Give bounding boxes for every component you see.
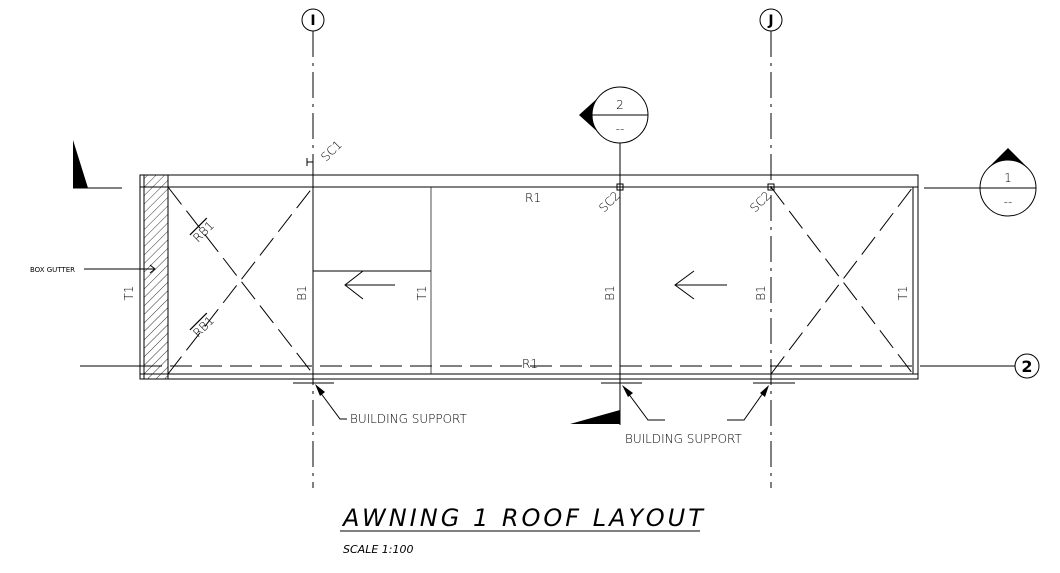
section-cut-marker-bottom (570, 410, 620, 424)
label-sc2-b: SC2 (747, 189, 774, 216)
box-gutter-hatch (143, 174, 169, 380)
label-r1-top: R1 (525, 191, 541, 205)
section-2-sheet: -- (616, 122, 625, 136)
grid-line-j: J (759, 8, 783, 488)
label-building-support-2: BUILDING SUPPORT (625, 432, 743, 446)
label-sc1: SC1 (318, 138, 345, 165)
grid-line-2: 2 (80, 353, 1040, 379)
label-sc2-a: SC2 (596, 189, 623, 216)
label-rb1-bottom: RB1 (190, 313, 217, 340)
label-building-support-1: BUILDING SUPPORT (350, 412, 468, 426)
building-support-callout-2: BUILDING SUPPORT (622, 385, 769, 446)
label-rb1-top: RB1 (190, 218, 217, 245)
label-b1-1: B1 (295, 285, 309, 301)
awning-frame (139, 140, 919, 425)
column-sc2-b (767, 183, 775, 191)
section-cut-marker-left (73, 140, 88, 188)
section-marker-2: 2 -- (579, 86, 649, 144)
label-t1-left: T1 (122, 286, 136, 301)
section-1-sheet: -- (1004, 195, 1013, 209)
label-box-gutter: BOX GUTTER (30, 266, 75, 274)
building-support-callout-1: BUILDING SUPPORT (315, 384, 468, 426)
grid-label-2: 2 (1021, 357, 1032, 376)
section-2-number: 2 (616, 98, 624, 112)
label-t1-right: T1 (896, 286, 910, 301)
grid-label-j: J (767, 13, 773, 29)
grid-label-i: I (310, 13, 315, 29)
column-sc2-a (616, 183, 624, 191)
label-t1-mid: T1 (415, 286, 429, 301)
roof-bracing (167, 186, 914, 375)
section-marker-1: 1 -- (924, 148, 1037, 217)
label-b1-3: B1 (754, 285, 768, 301)
fall-arrow-2 (674, 270, 727, 300)
drawing-title: AWNING 1 ROOF LAYOUT (341, 504, 706, 532)
label-b1-2: B1 (603, 285, 617, 301)
drawing-scale: SCALE 1:100 (343, 543, 413, 556)
section-1-number: 1 (1004, 171, 1012, 185)
fall-arrow-1 (344, 270, 395, 300)
label-r1-bottom: R1 (522, 357, 538, 371)
